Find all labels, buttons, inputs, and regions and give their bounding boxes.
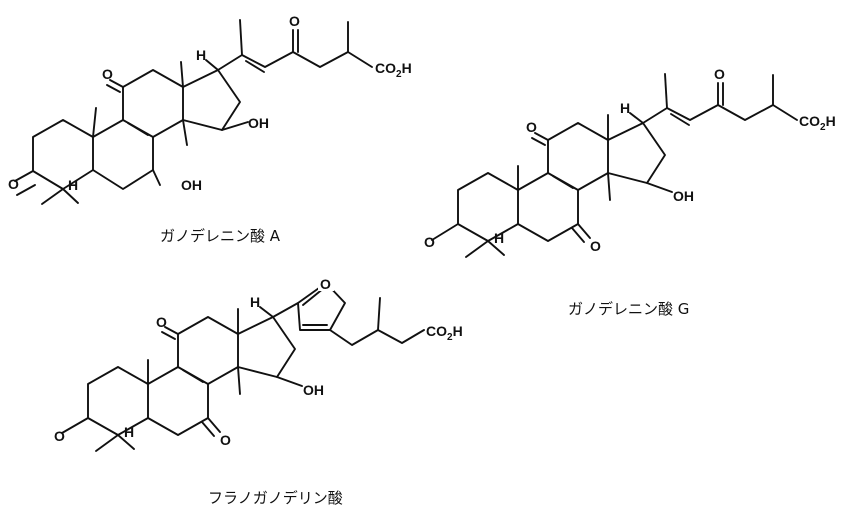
- ketone-3-oxygen: O: [424, 234, 435, 250]
- hydrogen-17-label: H: [250, 294, 260, 310]
- structure-furanoganoderic-acid: O O O O CO2H OH H H: [54, 275, 463, 452]
- hydrogen-5-label: H: [68, 177, 78, 193]
- side-chain-ketone-oxygen: O: [289, 13, 300, 29]
- hydrogen-17-label: H: [196, 47, 206, 63]
- side-chain-ketone-oxygen: O: [714, 66, 725, 82]
- hydroxyl-15-label: OH: [673, 188, 694, 204]
- hydroxyl-15-label: OH: [248, 115, 269, 131]
- hydrogen-5-label: H: [494, 230, 504, 246]
- ketone-7-oxygen: O: [590, 238, 601, 254]
- carboxylic-acid-label: CO2H: [426, 323, 463, 343]
- carboxylic-acid-label: CO2H: [799, 113, 836, 133]
- furan-oxygen: O: [320, 276, 331, 292]
- caption-furanoganoderic-acid: フラノガノデリン酸: [208, 489, 343, 507]
- hydrogen-17-label: H: [620, 100, 630, 116]
- ketone-7-oxygen: O: [220, 432, 231, 448]
- ketone-11-oxygen: O: [156, 314, 167, 330]
- hydrogen-5-label: H: [124, 424, 134, 440]
- structure-ganoderenic-acid-a: O O O CO2H OH OH H H: [8, 13, 412, 205]
- ketone-11-oxygen: O: [102, 66, 113, 82]
- carboxylic-acid-label: CO2H: [375, 60, 412, 80]
- ketone-3-oxygen: O: [8, 176, 19, 192]
- structure-ganoderenic-acid-g: O O O O CO2H OH H H: [424, 66, 836, 258]
- hydroxyl-15-label: OH: [303, 382, 324, 398]
- hydroxyl-7-label: OH: [181, 177, 202, 193]
- caption-ganoderenic-acid-g: ガノデレニン酸 G: [568, 300, 690, 318]
- ketone-3-oxygen: O: [54, 428, 65, 444]
- caption-ganoderenic-acid-a: ガノデレニン酸 A: [160, 227, 281, 245]
- ketone-11-oxygen: O: [526, 119, 537, 135]
